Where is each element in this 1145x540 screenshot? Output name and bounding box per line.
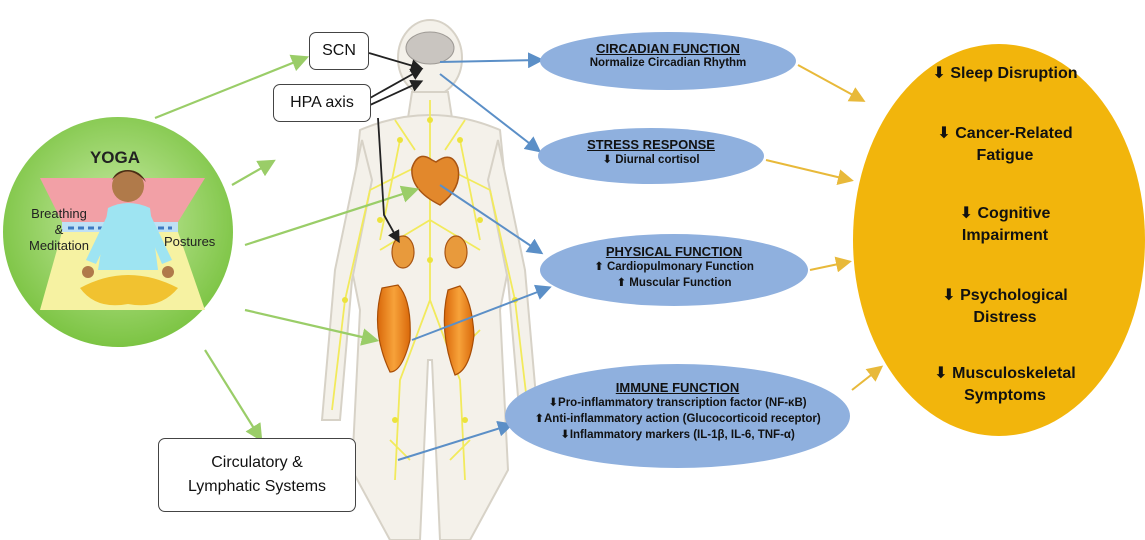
cognitive-text-1: Cognitive xyxy=(977,205,1050,222)
symptom-musculoskeletal: ⬇ Musculoskeletal Symptoms xyxy=(890,362,1120,407)
immune-heading: IMMUNE FUNCTION xyxy=(505,380,850,395)
down-arrow-icon: ⬇ xyxy=(934,363,947,382)
psych-text-2: Distress xyxy=(973,309,1036,326)
physical-line-cardio: ⬆ Cardiopulmonary Function xyxy=(540,259,808,275)
kidney-icon xyxy=(445,236,467,268)
stress-line: ⬇ Diurnal cortisol xyxy=(538,152,764,168)
musculo-text-1: Musculoskeletal xyxy=(952,365,1076,382)
ampersand-label: & xyxy=(55,222,64,237)
physical-line-muscular: ⬆ Muscular Function xyxy=(540,275,808,291)
yoga-title: YOGA xyxy=(0,148,230,168)
muscular-text: Muscular Function xyxy=(629,277,731,289)
meditation-label: Meditation xyxy=(29,238,89,253)
stress-heading: STRESS RESPONSE xyxy=(538,137,764,152)
immune-line-anti: ⬆Anti-inflammatory action (Glucocorticoi… xyxy=(505,411,850,427)
immune-function-oval: IMMUNE FUNCTION ⬇Pro-inflammatory transc… xyxy=(505,364,850,468)
hpa-axis-box: HPA axis xyxy=(273,84,371,122)
circadian-line: Normalize Circadian Rhythm xyxy=(540,56,796,71)
down-arrow-icon: ⬇ xyxy=(560,427,570,441)
symptom-psychological: ⬇ Psychological Distress xyxy=(890,284,1120,329)
breathing-label: Breathing xyxy=(31,206,87,221)
down-arrow-icon: ⬇ xyxy=(602,152,612,166)
kidney-icon xyxy=(392,236,414,268)
lymphatic-label: Lymphatic Systems xyxy=(188,475,326,499)
up-arrow-icon: ⬆ xyxy=(594,259,604,273)
inflammatory-markers-text: Inflammatory markers (IL-1β, IL-6, TNF-α… xyxy=(570,429,795,441)
pro-inflammatory-text: Pro-inflammatory transcription factor (N… xyxy=(558,397,807,409)
up-arrow-icon: ⬆ xyxy=(534,411,544,425)
cognitive-text-2: Impairment xyxy=(962,227,1048,244)
psych-text-1: Psychological xyxy=(960,287,1068,304)
circadian-heading: CIRCADIAN FUNCTION xyxy=(540,41,796,56)
down-arrow-icon: ⬇ xyxy=(942,285,955,304)
physical-function-oval: PHYSICAL FUNCTION ⬆ Cardiopulmonary Func… xyxy=(540,234,808,306)
immune-line-markers: ⬇Inflammatory markers (IL-1β, IL-6, TNF-… xyxy=(505,427,850,443)
breathing-meditation-label: Breathing & Meditation xyxy=(18,206,100,254)
down-arrow-icon: ⬇ xyxy=(933,63,946,82)
symptom-sleep: ⬇ Sleep Disruption xyxy=(890,62,1120,85)
immune-line-pro: ⬇Pro-inflammatory transcription factor (… xyxy=(505,395,850,411)
fatigue-text-2: Fatigue xyxy=(977,147,1034,164)
circulatory-lymphatic-box: Circulatory & Lymphatic Systems xyxy=(158,438,356,512)
symptom-cognitive: ⬇ Cognitive Impairment xyxy=(890,202,1120,247)
stress-text: Diurnal cortisol xyxy=(615,154,699,166)
anti-inflammatory-text: Anti-inflammatory action (Glucocorticoid… xyxy=(544,413,821,425)
down-arrow-icon: ⬇ xyxy=(937,123,950,142)
down-arrow-icon: ⬇ xyxy=(960,203,973,222)
circadian-function-oval: CIRCADIAN FUNCTION Normalize Circadian R… xyxy=(540,32,796,90)
stress-response-oval: STRESS RESPONSE ⬇ Diurnal cortisol xyxy=(538,128,764,184)
postures-label: Postures xyxy=(164,234,215,250)
cardio-text: Cardiopulmonary Function xyxy=(607,261,754,273)
physical-heading: PHYSICAL FUNCTION xyxy=(540,244,808,259)
symptom-fatigue: ⬇ Cancer-Related Fatigue xyxy=(890,122,1120,167)
fatigue-text-1: Cancer-Related xyxy=(955,125,1072,142)
circulatory-label: Circulatory & xyxy=(211,451,303,475)
musculo-text-2: Symptoms xyxy=(964,387,1046,404)
scn-box: SCN xyxy=(309,32,369,70)
down-arrow-icon: ⬇ xyxy=(548,395,558,409)
sleep-text: Sleep Disruption xyxy=(950,65,1077,82)
up-arrow-icon: ⬆ xyxy=(616,275,626,289)
